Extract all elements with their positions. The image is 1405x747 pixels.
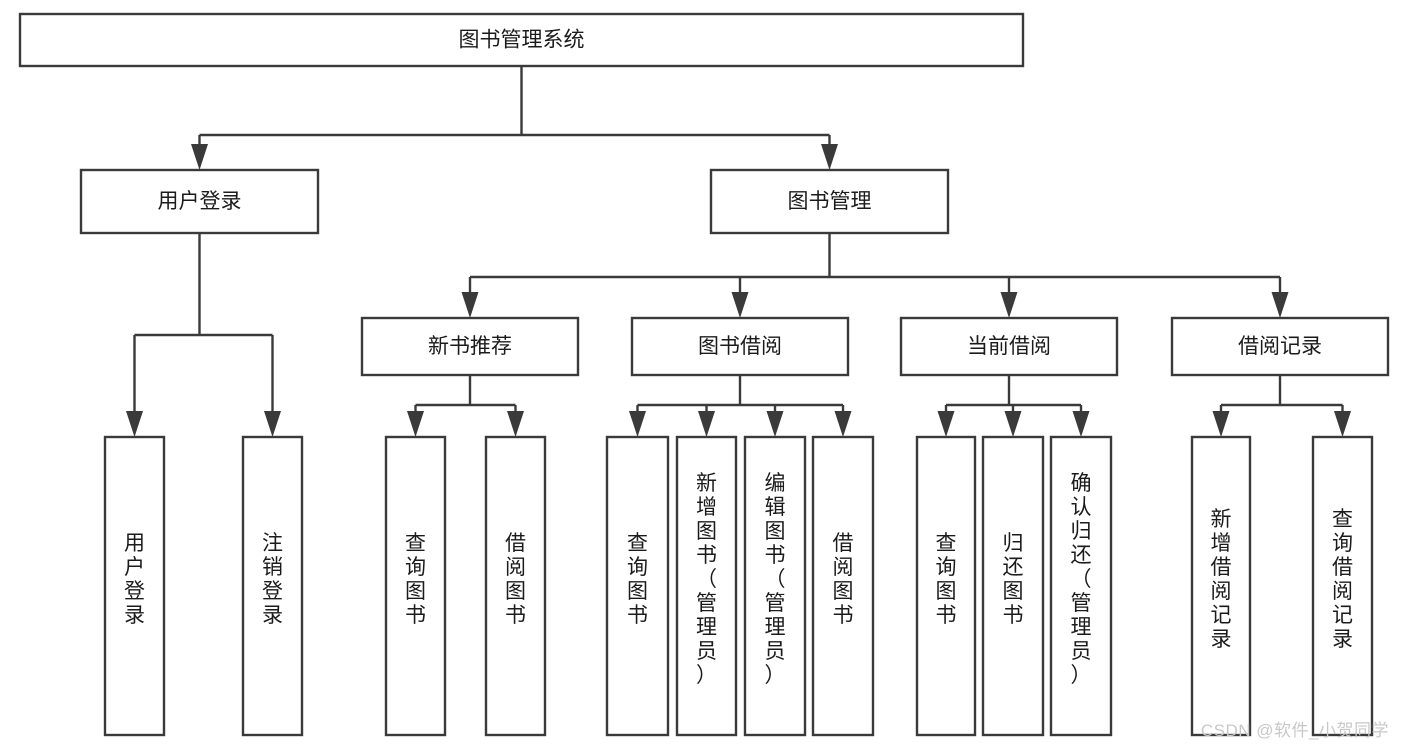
arrow-head-icon <box>264 411 281 437</box>
node-box[interactable] <box>709 168 950 235</box>
node-book-borrow[interactable]: 图书借阅 <box>630 316 850 377</box>
arrow-head-icon <box>698 411 715 437</box>
node-box[interactable] <box>1311 435 1374 737</box>
arrow-head-icon <box>834 411 852 437</box>
node-label: 图书管理 <box>788 190 872 213</box>
node-leaf-query-book-3[interactable]: 查询图书 <box>915 435 977 737</box>
node-current-borrow[interactable]: 当前借阅 <box>899 316 1119 377</box>
node-label: 查询借阅记录 <box>1332 508 1353 651</box>
node-box[interactable] <box>915 435 977 737</box>
node-leaf-add-record[interactable]: 新增借阅记录 <box>1190 435 1252 737</box>
node-leaf-confirm-return[interactable]: 确认归还（管理员） <box>1049 435 1113 737</box>
connector-group <box>191 66 838 170</box>
node-label: 图书管理系统 <box>459 29 585 52</box>
node-label: 借阅图书 <box>505 532 526 627</box>
node-label: 确认归还（管理员） <box>1071 472 1092 687</box>
node-box[interactable] <box>360 316 580 377</box>
arrow-head-icon <box>766 411 784 437</box>
arrow-head-icon <box>731 292 749 318</box>
node-leaf-return-book[interactable]: 归还图书 <box>981 435 1045 737</box>
node-box[interactable] <box>484 435 547 737</box>
node-box[interactable] <box>1049 435 1113 737</box>
node-box[interactable] <box>241 435 304 737</box>
node-box[interactable] <box>1170 316 1390 377</box>
node-label: 借阅图书 <box>833 532 854 627</box>
node-label: 归还图书 <box>1003 532 1024 627</box>
node-box[interactable] <box>384 435 447 737</box>
arrow-head-icon <box>937 411 955 437</box>
node-leaf-query-book-2[interactable]: 查询图书 <box>605 435 670 737</box>
arrow-head-icon <box>821 144 838 170</box>
arrow-head-icon <box>629 411 646 437</box>
arrow-head-icon <box>1271 292 1289 318</box>
arrow-head-icon <box>1212 411 1230 437</box>
node-root[interactable]: 图书管理系统 <box>18 12 1025 68</box>
node-box[interactable] <box>79 168 320 235</box>
node-box[interactable] <box>899 316 1119 377</box>
connector-group <box>407 375 524 437</box>
node-box[interactable] <box>1190 435 1252 737</box>
node-label: 查询图书 <box>405 532 426 627</box>
node-label: 编辑图书（管理员） <box>765 472 786 687</box>
node-leaf-query-record[interactable]: 查询借阅记录 <box>1311 435 1374 737</box>
node-box[interactable] <box>18 12 1025 68</box>
connector-group <box>126 233 281 437</box>
csdn-watermark: CSDN @软件_小贺同学 <box>1200 721 1389 740</box>
node-label: 查询图书 <box>936 532 957 627</box>
node-label: 图书借阅 <box>698 335 782 358</box>
node-box[interactable] <box>630 316 850 377</box>
node-box[interactable] <box>675 435 738 737</box>
node-leaf-user-login[interactable]: 用户登录 <box>103 435 166 737</box>
arrow-head-icon <box>1072 411 1090 437</box>
connector-group <box>629 375 852 437</box>
arrow-head-icon <box>1334 411 1351 437</box>
node-leaf-query-book-1[interactable]: 查询图书 <box>384 435 447 737</box>
node-label: 注销登录 <box>262 532 283 627</box>
node-label: 新书推荐 <box>428 335 512 358</box>
node-leaf-borrow-book-2[interactable]: 借阅图书 <box>811 435 875 737</box>
node-box[interactable] <box>103 435 166 737</box>
connector-group <box>461 233 1289 318</box>
node-leaf-borrow-book-1[interactable]: 借阅图书 <box>484 435 547 737</box>
node-label: 新增图书（管理员） <box>696 472 717 687</box>
node-label: 用户登录 <box>124 532 145 627</box>
edge-layer <box>126 66 1351 437</box>
node-box[interactable] <box>811 435 875 737</box>
node-leaf-edit-book[interactable]: 编辑图书（管理员） <box>743 435 807 737</box>
node-label: 借阅记录 <box>1238 335 1322 358</box>
arrow-head-icon <box>1000 292 1018 318</box>
node-box[interactable] <box>743 435 807 737</box>
node-label: 用户登录 <box>158 190 242 213</box>
node-box[interactable] <box>605 435 670 737</box>
node-user-login[interactable]: 用户登录 <box>79 168 320 235</box>
arrow-head-icon <box>507 411 524 437</box>
node-book-manage[interactable]: 图书管理 <box>709 168 950 235</box>
node-label: 当前借阅 <box>967 335 1051 358</box>
connector-group <box>1212 375 1351 437</box>
node-label: 查询图书 <box>627 532 648 627</box>
node-leaf-logout[interactable]: 注销登录 <box>241 435 304 737</box>
connector-group <box>937 375 1090 437</box>
node-box[interactable] <box>981 435 1045 737</box>
arrow-head-icon <box>407 411 424 437</box>
node-leaf-add-book[interactable]: 新增图书（管理员） <box>675 435 738 737</box>
node-label: 新增借阅记录 <box>1211 508 1232 651</box>
node-borrow-record[interactable]: 借阅记录 <box>1170 316 1390 377</box>
arrow-head-icon <box>1004 411 1022 437</box>
node-layer: 图书管理系统用户登录图书管理新书推荐图书借阅当前借阅借阅记录用户登录注销登录查询… <box>18 12 1390 737</box>
arrow-head-icon <box>461 292 479 318</box>
arrow-head-icon <box>191 144 208 170</box>
arrow-head-icon <box>126 411 143 437</box>
node-new-book-recommend[interactable]: 新书推荐 <box>360 316 580 377</box>
